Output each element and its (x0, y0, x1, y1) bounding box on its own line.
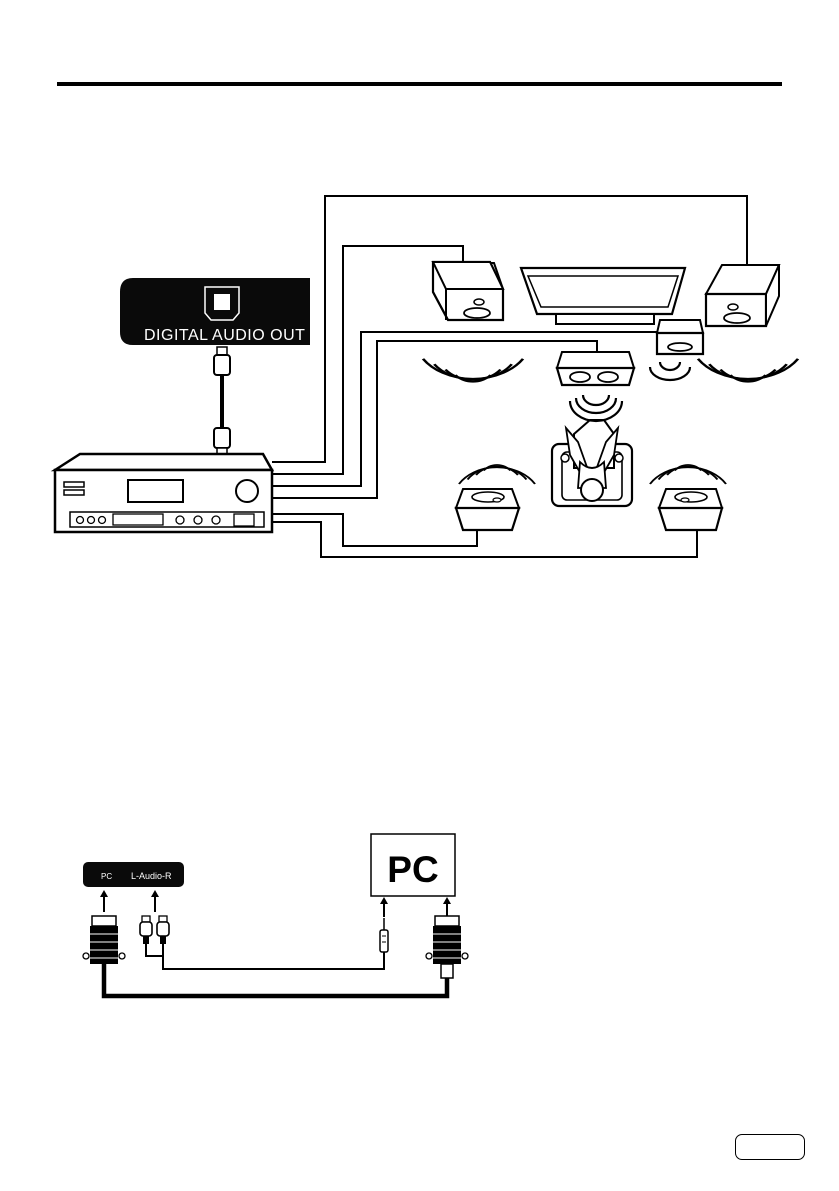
front-left-speaker-icon (433, 262, 503, 320)
digital-audio-out-panel: DIGITAL AUDIO OUT (120, 278, 310, 345)
vga-plug-left-icon (83, 916, 125, 964)
center-speaker-icon (557, 352, 634, 385)
surround-right-speaker-icon (659, 489, 722, 530)
tv-icon (521, 268, 685, 324)
pc-input-label: PC (101, 872, 112, 881)
sound-wave-center-icon (570, 395, 622, 421)
sound-wave-front-right-icon (698, 359, 798, 382)
audio-jack-icon (380, 918, 388, 952)
rca-plugs-icon (140, 916, 169, 944)
sound-wave-surround-left-icon (459, 465, 535, 484)
optical-cable (214, 347, 230, 456)
page-number-box (735, 1134, 805, 1160)
subwoofer-icon (657, 320, 703, 354)
pc-box-label: PC (387, 849, 438, 890)
sound-wave-front-left-icon (423, 359, 523, 382)
tv-input-panel: PC L-Audio-R (83, 862, 184, 887)
front-right-speaker-icon (706, 265, 779, 326)
surround-left-speaker-icon (456, 489, 519, 530)
home-theater-diagram: DIGITAL AUDIO OUT (55, 196, 798, 557)
pc-cables (104, 944, 447, 996)
digital-audio-out-label: DIGITAL AUDIO OUT (144, 327, 305, 344)
sound-wave-surround-right-icon (650, 465, 726, 484)
pc-box: PC (371, 834, 455, 896)
sound-wave-subwoofer-icon (650, 362, 690, 380)
audio-input-label: L-Audio-R (131, 871, 172, 881)
vga-plug-right-icon (426, 916, 468, 978)
header-rule (57, 82, 782, 86)
av-receiver-icon (55, 454, 272, 532)
listener-icon (552, 420, 632, 506)
pc-connection-diagram: PC L-Audio-R PC (83, 834, 468, 996)
